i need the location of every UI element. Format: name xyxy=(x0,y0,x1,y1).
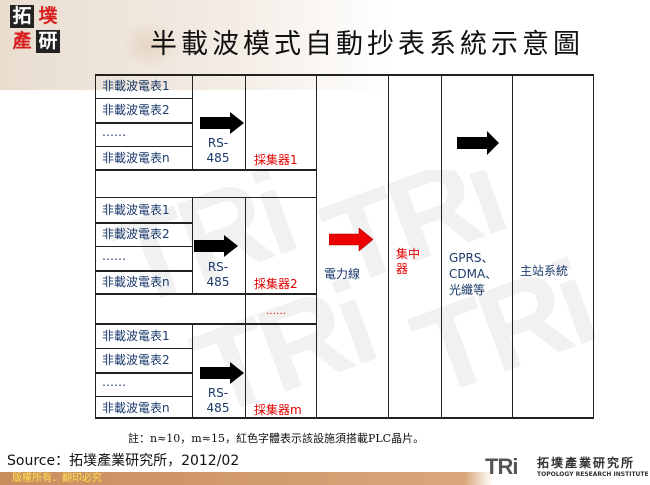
grid-line xyxy=(245,74,246,170)
grid-line xyxy=(95,417,594,419)
arrow-right-icon xyxy=(194,235,238,257)
collector-label: 採集器1 xyxy=(254,153,298,167)
network-line-3: 光纖等 xyxy=(449,283,486,297)
logo-char: 產 xyxy=(12,30,32,52)
meter-ellipsis: …… xyxy=(102,375,126,389)
logo-char: 墣 xyxy=(38,5,58,27)
grid-line xyxy=(95,146,193,147)
rs485-line-1: RS- xyxy=(207,386,229,400)
tri-mark: TRi xyxy=(485,454,518,479)
arrow-right-icon xyxy=(200,112,244,134)
copyright-notice: 版權所有．翻印必究 xyxy=(12,473,102,484)
org-name-en: TOPOLOGY RESEARCH INSTITUTE xyxy=(537,471,649,478)
concentrator-line-1: 集中 xyxy=(396,247,421,261)
grid-line xyxy=(388,74,389,419)
rs485-label: RS- 485 xyxy=(198,260,238,290)
grid-line xyxy=(95,372,193,374)
grid-line xyxy=(95,246,193,247)
rs485-line-2: 485 xyxy=(206,401,230,415)
watermark: TRi TRi TRi TRi xyxy=(97,170,608,442)
collector-ellipsis: …… xyxy=(266,306,286,317)
arrow-right-icon xyxy=(457,131,499,155)
grid-line xyxy=(593,74,594,419)
grid-line xyxy=(245,324,246,418)
meter-ellipsis: …… xyxy=(102,125,126,139)
meter-label: 非載波電表n xyxy=(102,151,170,165)
tri-logo: TRi 拓墣產業研究所 TOPOLOGY RESEARCH INSTITUTE xyxy=(465,452,650,485)
rs485-line-1: RS- xyxy=(207,136,229,150)
meter-label: 非載波電表n xyxy=(102,275,170,289)
grid-line xyxy=(316,74,317,419)
meter-label: 非載波電表1 xyxy=(102,329,170,343)
arrow-right-icon xyxy=(200,362,244,384)
meter-label: 非載波電表1 xyxy=(102,203,170,217)
meter-label: 非載波電表n xyxy=(102,401,170,415)
grid-line xyxy=(95,122,193,124)
rs485-label: RS- 485 xyxy=(198,136,238,166)
grid-line xyxy=(95,222,193,224)
network-line-2: CDMA、 xyxy=(449,267,498,281)
arrow-right-red-icon xyxy=(329,228,373,251)
rs485-line-2: 485 xyxy=(206,151,230,165)
grid-line xyxy=(95,270,193,272)
network-line-1: GPRS、 xyxy=(449,251,494,265)
grid-line xyxy=(95,74,594,76)
grid-line xyxy=(95,348,193,349)
logo-char: 拓 xyxy=(10,5,34,28)
grid-line xyxy=(245,198,246,324)
grid-line xyxy=(441,74,442,419)
meter-label: 非載波電表1 xyxy=(102,79,170,93)
page-title: 半載波模式自動抄表系統示意圖 xyxy=(150,29,584,60)
rs485-label: RS- 485 xyxy=(198,386,238,416)
grid-line xyxy=(512,74,513,419)
brand-logo: 拓 墣 產 研 xyxy=(10,5,62,55)
rs485-line-2: 485 xyxy=(206,275,230,289)
meter-label: 非載波電表2 xyxy=(102,227,170,241)
grid-line xyxy=(95,396,193,397)
grid-line xyxy=(95,197,317,198)
footnote: 註：n≈10，m≈15，紅色字體表示該設施須搭載PLC晶片。 xyxy=(128,432,425,445)
grid-line xyxy=(95,293,317,295)
source-citation: Source：拓墣產業研究所，2012/02 xyxy=(7,453,240,469)
network-label: GPRS、 CDMA、 光纖等 xyxy=(449,250,497,298)
meter-label: 非載波電表2 xyxy=(102,103,170,117)
meter-label: 非載波電表2 xyxy=(102,353,170,367)
collector-label: 採集器m xyxy=(254,403,302,417)
grid-line xyxy=(95,169,317,171)
grid-line xyxy=(192,324,193,418)
power-line-label: 電力線 xyxy=(324,267,361,281)
meter-ellipsis: …… xyxy=(102,249,126,263)
org-name-cn: 拓墣產業研究所 xyxy=(537,456,636,470)
logo-char: 研 xyxy=(36,30,60,53)
concentrator-label: 集中 器 xyxy=(396,247,420,277)
grid-line xyxy=(95,323,317,325)
grid-line xyxy=(95,98,193,99)
rs485-line-1: RS- xyxy=(207,260,229,274)
concentrator-line-2: 器 xyxy=(396,262,409,276)
master-station-label: 主站系統 xyxy=(520,264,569,278)
collector-label: 採集器2 xyxy=(254,277,298,291)
